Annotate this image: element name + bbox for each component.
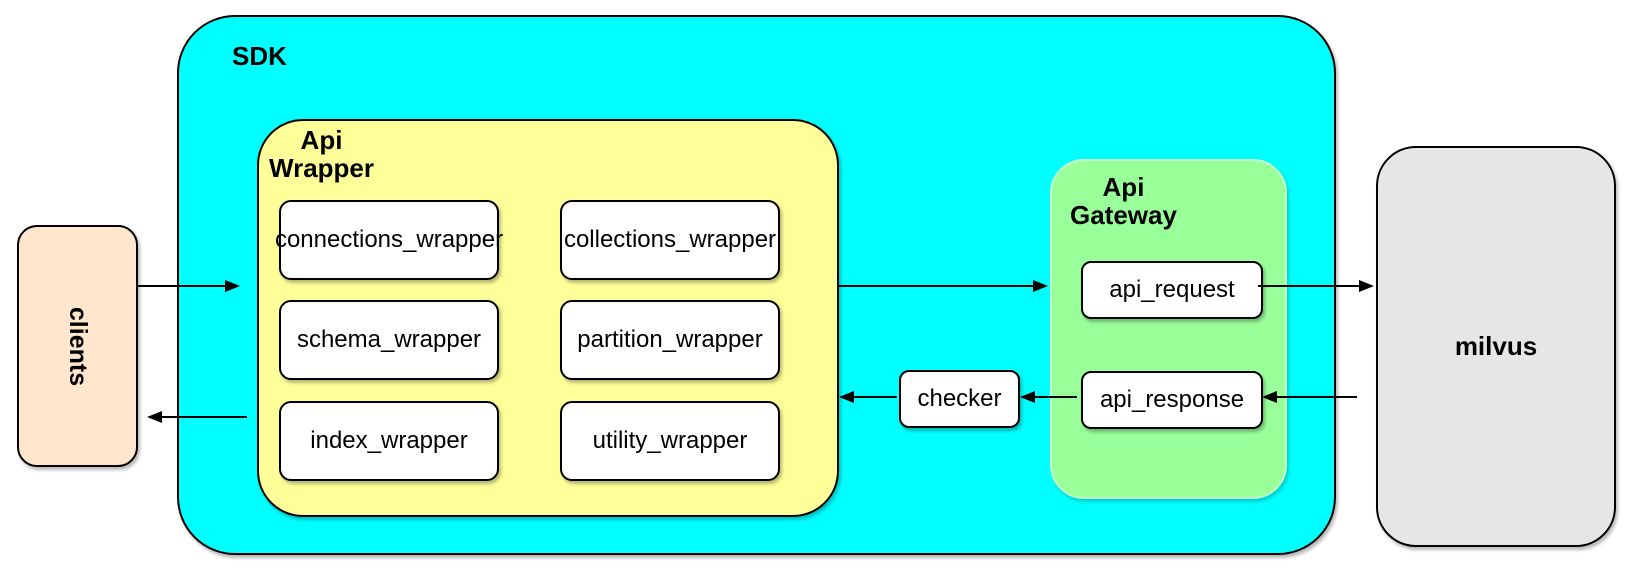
arrow-milvus-to-response: [1262, 391, 1357, 403]
api-response-node: api_response: [1081, 371, 1263, 429]
checker-node: checker: [899, 370, 1020, 428]
api-wrapper-label: Api Wrapper: [269, 125, 374, 183]
connections-wrapper-label: connections_wrapper: [274, 226, 504, 253]
utility-wrapper-label: utility_wrapper: [592, 427, 748, 454]
clients-label: clients: [63, 306, 92, 386]
arrow-clients-to-sdk: [138, 280, 240, 292]
arrow-shaft: [157, 416, 247, 418]
arrowhead-left-icon: [1262, 391, 1277, 403]
arrow-shaft: [1258, 285, 1364, 287]
arrow-wrapper-to-gateway: [838, 280, 1048, 292]
arrow-shaft: [138, 285, 230, 287]
arrow-shaft: [838, 285, 1038, 287]
connections-wrapper-node: connections_wrapper: [275, 200, 503, 280]
milvus-label: milvus: [1454, 331, 1538, 361]
schema-wrapper-node: schema_wrapper: [279, 300, 499, 380]
sdk-container: SDK Api Wrapper connections_wrapper coll…: [177, 15, 1336, 555]
arrow-response-to-checker: [1020, 391, 1077, 403]
api-response-label: api_response: [1099, 386, 1245, 413]
arrowhead-right-icon: [1359, 280, 1374, 292]
arrow-shaft: [1030, 396, 1077, 398]
partition-wrapper-node: partition_wrapper: [560, 300, 780, 380]
index-wrapper-label: index_wrapper: [310, 427, 468, 454]
utility-wrapper-node: utility_wrapper: [560, 401, 780, 481]
arrowhead-left-icon: [147, 411, 162, 423]
collections-wrapper-label: collections_wrapper: [563, 226, 777, 253]
api-request-label: api_request: [1109, 276, 1235, 303]
arrow-sdk-to-clients: [147, 411, 247, 423]
schema-wrapper-label: schema_wrapper: [296, 326, 482, 353]
arrowhead-left-icon: [1020, 391, 1035, 403]
arrowhead-right-icon: [225, 280, 240, 292]
arrow-request-to-milvus: [1258, 280, 1374, 292]
milvus-node: milvus: [1376, 146, 1616, 547]
api-wrapper-container: Api Wrapper connections_wrapper collecti…: [257, 119, 839, 517]
index-wrapper-node: index_wrapper: [279, 401, 499, 481]
arrowhead-right-icon: [1033, 280, 1048, 292]
arrow-shaft: [1272, 396, 1357, 398]
api-gateway-label: Api Gateway: [1070, 172, 1177, 230]
api-gateway-container: Api Gateway api_request api_response: [1050, 159, 1287, 499]
api-request-node: api_request: [1081, 261, 1263, 319]
arrow-shaft: [849, 396, 897, 398]
collections-wrapper-node: collections_wrapper: [560, 200, 780, 280]
clients-node: clients: [17, 225, 138, 467]
sdk-label: SDK: [232, 41, 287, 71]
arrowhead-left-icon: [839, 391, 854, 403]
checker-label: checker: [917, 385, 1002, 412]
arrow-checker-to-wrapper: [839, 391, 897, 403]
partition-wrapper-label: partition_wrapper: [577, 326, 763, 353]
